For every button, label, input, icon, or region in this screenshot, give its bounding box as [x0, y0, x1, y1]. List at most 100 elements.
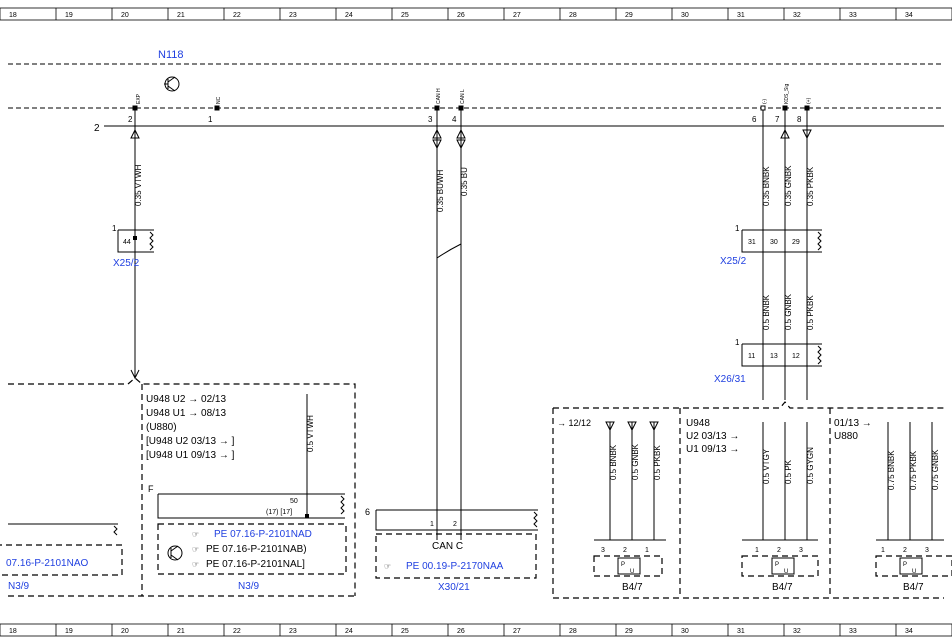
- pin-6: 6: [752, 115, 757, 124]
- b47b-pin-1: 1: [755, 547, 759, 554]
- connector-x25-2-right: X25/2: [720, 256, 747, 267]
- ruler-cell-18: 18: [9, 628, 17, 635]
- wire-label-gnbk: 0.35 GNBK: [784, 165, 793, 206]
- canc-pin-2: 2: [453, 521, 457, 528]
- ruler-cell-34: 34: [905, 628, 913, 635]
- b47a-pin-2: 2: [623, 547, 627, 554]
- pin-canl-label: CAN L: [460, 89, 466, 104]
- ruler-cell-18: 18: [9, 12, 17, 19]
- wire-label-vtwh: 0.35 VTWH: [134, 164, 143, 206]
- module-n3-9-left: N3/9: [8, 581, 30, 592]
- sensor-p: P: [621, 562, 625, 568]
- b47a-date: → 12/12: [557, 418, 591, 428]
- transistor-icon: [164, 76, 180, 92]
- module-n118-label: N118: [158, 49, 183, 61]
- ruler-cell-19: 19: [65, 12, 73, 19]
- wire-05-gnbk: 0.5 GNBK: [784, 293, 793, 330]
- ruler-cell-31: 31: [737, 12, 745, 19]
- sensor-p-c: P: [903, 562, 907, 568]
- ruler-cell-33: 33: [849, 628, 857, 635]
- variant-line-4: [U948 U2 03/13 → ]: [146, 436, 235, 447]
- connector-x30-21: X30/21: [438, 582, 470, 593]
- pin-8: 8: [797, 115, 802, 124]
- ruler-cell-33: 33: [849, 12, 857, 19]
- ref-icon-4: ☞: [384, 562, 391, 571]
- ref-nad-link[interactable]: PE 07.16-P-2101NAD: [214, 529, 312, 540]
- sensor-b4-7-a: B4/7: [622, 582, 643, 593]
- frame-six: 6: [365, 507, 370, 517]
- b47b-wire-3: 0.5 GYGN: [806, 447, 815, 484]
- b47a-pin-1: 1: [645, 547, 649, 554]
- pin-nc-label: NC: [216, 96, 222, 104]
- b47a-wire-1: 0.5 BNBK: [609, 444, 618, 480]
- pin-canh-label: CAN H: [436, 88, 442, 104]
- pin-7: 7: [775, 115, 780, 124]
- ruler-cell-20: 20: [121, 628, 129, 635]
- x25-right-pin-31: 31: [748, 239, 756, 246]
- ruler-cell-28: 28: [569, 628, 577, 635]
- x25-right-pin-30: 30: [770, 239, 778, 246]
- ruler-cell-20: 20: [121, 12, 129, 19]
- ruler-cell-22: 22: [233, 628, 241, 635]
- ruler-cell-29: 29: [625, 12, 633, 19]
- ruler-cell-23: 23: [289, 628, 297, 635]
- wire-label-bu: 0.35 BU: [460, 167, 469, 196]
- variant-line-5: [U948 U1 09/13 → ]: [146, 450, 235, 461]
- sensor-u: U: [630, 569, 634, 575]
- b47c-line-2: U880: [834, 431, 858, 442]
- ref-nao-link[interactable]: 07.16-P-2101NAO: [6, 558, 88, 569]
- ruler-cell-25: 25: [401, 12, 409, 19]
- connector-x25-2-left: X25/2: [113, 258, 140, 269]
- ruler-cell-34: 34: [905, 12, 913, 19]
- ruler-cell-25: 25: [401, 628, 409, 635]
- ruler-cell-31: 31: [737, 628, 745, 635]
- pin-50: 50: [290, 498, 298, 505]
- ruler-cell-24: 24: [345, 12, 353, 19]
- sensor-b4-7-c: B4/7: [903, 582, 924, 593]
- ref-nal-link[interactable]: PE 07.16-P-2101NAL]: [206, 559, 305, 570]
- ruler-cell-26: 26: [457, 12, 465, 19]
- b47b-line-1: U948: [686, 418, 710, 429]
- ruler-cell-26: 26: [457, 628, 465, 635]
- ref-naa-link[interactable]: PE 00.19-P-2170NAA: [406, 561, 504, 572]
- ruler-cell-22: 22: [233, 12, 241, 19]
- ruler-cell-24: 24: [345, 628, 353, 635]
- can-c-label: CAN C: [432, 541, 463, 552]
- ref-nab-link[interactable]: PE 07.16-P-2101NAB): [206, 544, 307, 555]
- ruler-cell-19: 19: [65, 628, 73, 635]
- b47b-wire-2: 0.5 PK: [784, 459, 793, 484]
- x25-left-pin-44: 44: [123, 239, 131, 246]
- b47b-pin-2: 2: [777, 547, 781, 554]
- pin-sig-label: KDS_Sig: [784, 83, 790, 104]
- pin-4: 4: [452, 115, 457, 124]
- pin-3: 3: [428, 115, 433, 124]
- b47c-pin-2: 2: [903, 547, 907, 554]
- wire-05-pkbk: 0.5 PKBK: [806, 295, 815, 330]
- ruler-cell-29: 29: [625, 628, 633, 635]
- canc-pin-1: 1: [430, 521, 434, 528]
- ruler-cell-32: 32: [793, 628, 801, 635]
- pin-17: (17) [17]: [266, 509, 292, 516]
- variant-line-2: U948 U1 → 08/13: [146, 408, 226, 419]
- ruler-cell-21: 21: [177, 628, 185, 635]
- b47c-line-1: 01/13 →: [834, 418, 872, 429]
- b47c-pin-3: 3: [925, 547, 929, 554]
- wire-label-vtwh-05: 0.5 VTWH: [306, 415, 315, 452]
- b47a-pin-3: 3: [601, 547, 605, 554]
- x25-right-pin-29: 29: [792, 239, 800, 246]
- sensor-p-b: P: [775, 562, 779, 568]
- connector-row-number: 2: [94, 123, 100, 134]
- x26-pin-11: 11: [748, 353, 755, 360]
- ruler-cell-28: 28: [569, 12, 577, 19]
- b47b-line-3: U1 09/13 →: [686, 444, 739, 455]
- pin-plus-label: (+): [806, 97, 812, 104]
- b47b-line-2: U2 03/13 →: [686, 431, 739, 442]
- b47c-wire-1: 0.75 BNBK: [887, 450, 896, 490]
- sensor-u-c: U: [912, 569, 916, 575]
- transistor-icon-n39: [167, 545, 183, 561]
- sensor-u-b: U: [784, 569, 788, 575]
- ref-icon-3: ☞: [192, 560, 199, 569]
- b47b-wire-1: 0.5 VTGY: [762, 448, 771, 484]
